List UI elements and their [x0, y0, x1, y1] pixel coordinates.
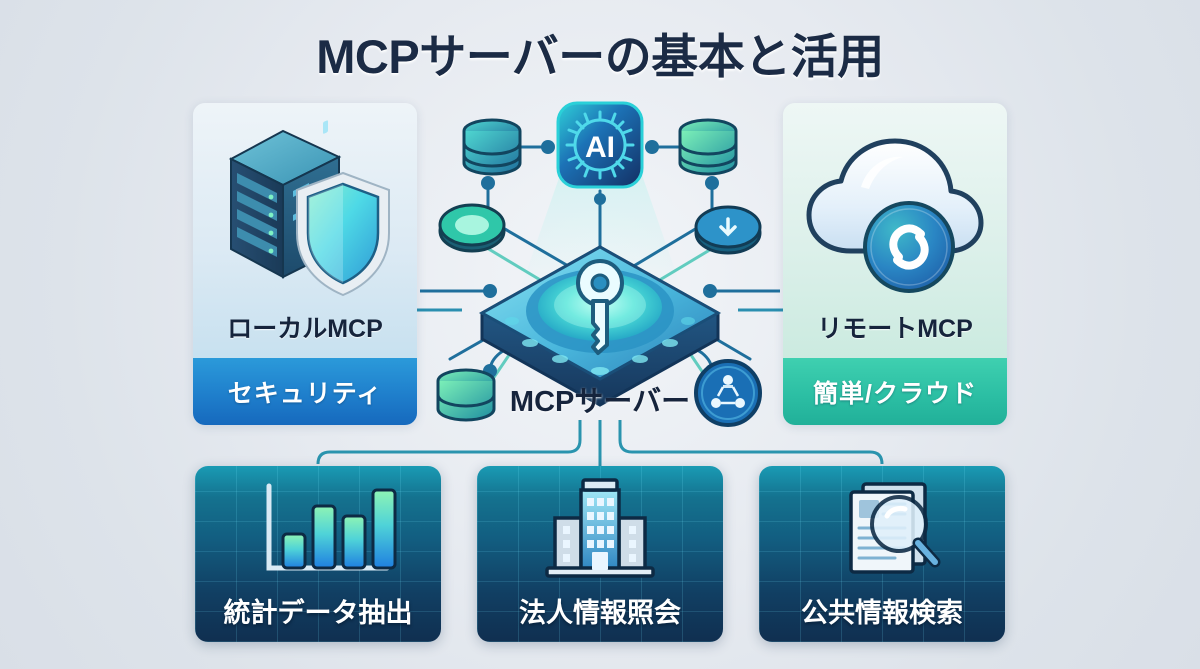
- card-label-public: 公共情報検索: [801, 598, 963, 628]
- magnifier: [870, 495, 941, 568]
- card-label-stats: 統計データ抽出: [223, 598, 413, 628]
- server-shield-icon: [193, 111, 417, 311]
- building-icon: [477, 472, 723, 584]
- hub-chip: [478, 245, 722, 407]
- panel-label-local: ローカルMCP: [227, 315, 383, 343]
- card-corporate-info[interactable]: 法人情報照会: [477, 466, 723, 642]
- database-node-bottom-left: [436, 368, 496, 422]
- link-hub-right-card: [618, 420, 884, 465]
- bar-chart-icon: [195, 472, 441, 584]
- disk-node-left: [438, 203, 506, 253]
- status-badge-security: セキュリティ: [193, 358, 417, 425]
- link-hub-left-card: [316, 420, 582, 465]
- page-title: MCPサーバーの基本と活用: [316, 30, 884, 83]
- status-badge-cloud: 簡単/クラウド: [783, 358, 1007, 425]
- panel-local-mcp[interactable]: ローカルMCP セキュリティ: [193, 103, 417, 425]
- key-icon: [576, 259, 624, 355]
- cloud-link-icon: [783, 111, 1007, 311]
- ai-chip-label: AI: [585, 131, 615, 164]
- database-node-top-left: [462, 118, 522, 176]
- panel-label-remote: リモートMCP: [817, 315, 973, 343]
- network-share-icon: [694, 359, 762, 427]
- ai-chip: AI: [556, 101, 644, 189]
- card-stats-extract[interactable]: 統計データ抽出: [195, 466, 441, 642]
- card-label-corporate: 法人情報照会: [519, 598, 681, 628]
- panel-remote-mcp[interactable]: リモートMCP 簡単/クラウド: [783, 103, 1007, 425]
- database-node-top-right: [678, 118, 738, 176]
- mcp-server-hub-group: AI: [420, 95, 780, 435]
- card-public-info-search[interactable]: 公共情報検索: [759, 466, 1005, 642]
- hub-label: MCPサーバー: [509, 386, 691, 418]
- document-search-icon: [759, 472, 1005, 584]
- download-circle-icon: [694, 205, 762, 255]
